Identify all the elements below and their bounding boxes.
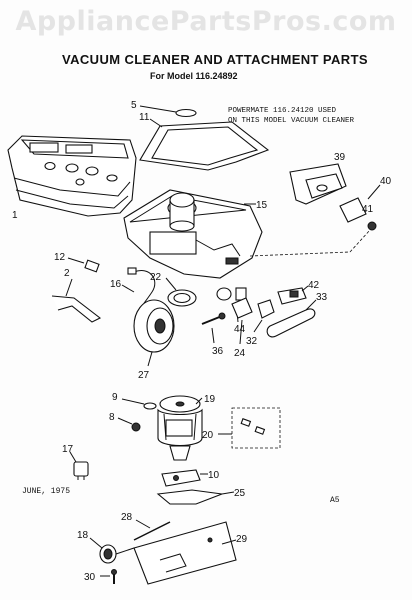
- part-17-bumper[interactable]: [69, 451, 89, 480]
- part-25-plate[interactable]: [156, 489, 235, 505]
- diagram-title: VACUUM CLEANER AND ATTACHMENT PARTS: [62, 52, 368, 67]
- part-33-handle[interactable]: [266, 299, 317, 338]
- label-part-24: 24: [234, 348, 246, 359]
- part-1-cover[interactable]: [7, 135, 137, 217]
- label-part-33: 33: [316, 292, 328, 303]
- part-29-base-plate[interactable]: [133, 521, 237, 585]
- label-part-40: 40: [380, 176, 392, 187]
- part-39-attachment[interactable]: [289, 163, 347, 205]
- label-part-27: 27: [138, 370, 150, 381]
- label-part-10: 10: [208, 470, 220, 481]
- watermark: AppliancePartsPros.com: [15, 6, 397, 37]
- part-36-screw[interactable]: [201, 312, 226, 344]
- part-19-motor[interactable]: [157, 395, 203, 461]
- part-12-clip[interactable]: [67, 257, 100, 273]
- label-part-1: 1: [12, 210, 18, 221]
- part-32-button[interactable]: [253, 299, 275, 333]
- part-42-connector[interactable]: [277, 285, 309, 305]
- label-part-19: 19: [204, 394, 216, 405]
- label-part-17: 17: [62, 444, 74, 455]
- label-part-15: 15: [256, 200, 268, 211]
- part-8-nut[interactable]: [117, 417, 141, 432]
- part-15-housing[interactable]: [123, 189, 263, 279]
- part-40-clip[interactable]: [249, 184, 381, 257]
- label-part-5: 5: [131, 100, 137, 111]
- label-part-20: 20: [202, 430, 214, 441]
- label-part-11: 11: [139, 112, 150, 123]
- label-part-41: 41: [362, 204, 374, 215]
- note-line-1: POWERMATE 116.24120 USED: [228, 107, 337, 115]
- label-part-25: 25: [234, 488, 246, 499]
- part-27-reel[interactable]: [133, 299, 175, 367]
- label-part-36: 36: [212, 346, 224, 357]
- label-part-8: 8: [109, 412, 115, 423]
- label-part-30: 30: [84, 572, 96, 583]
- label-part-2: 2: [64, 268, 70, 279]
- label-part-42: 42: [308, 280, 320, 291]
- label-part-29: 29: [236, 534, 248, 545]
- label-part-39: 39: [334, 152, 346, 163]
- part-20-brushes[interactable]: [218, 407, 281, 449]
- label-part-22: 22: [150, 272, 162, 283]
- part-2-latch[interactable]: [51, 278, 102, 323]
- part-9-washer[interactable]: [121, 398, 157, 410]
- reference-code: A5: [330, 496, 340, 505]
- part-5-disc[interactable]: [139, 105, 197, 118]
- label-part-18: 18: [77, 530, 89, 541]
- label-part-28: 28: [121, 512, 133, 523]
- part-22-ring[interactable]: [165, 277, 197, 307]
- part-24-switch[interactable]: [231, 297, 253, 345]
- note-line-2: ON THIS MODEL VACUUM CLEANER: [228, 117, 355, 125]
- part-28-rod[interactable]: [133, 519, 171, 541]
- model-subtitle: For Model 116.24892: [150, 71, 238, 81]
- label-part-12: 12: [54, 252, 66, 263]
- label-part-32: 32: [246, 336, 258, 347]
- label-part-16: 16: [110, 279, 122, 290]
- part-11-gasket[interactable]: [139, 118, 270, 171]
- part-10-bracket[interactable]: [161, 469, 208, 487]
- print-date: JUNE, 1975: [22, 487, 71, 496]
- label-part-9: 9: [112, 392, 118, 403]
- part-30-screw[interactable]: [100, 569, 117, 585]
- part-18-brush-end[interactable]: [89, 537, 135, 564]
- label-part-44: 44: [234, 324, 246, 335]
